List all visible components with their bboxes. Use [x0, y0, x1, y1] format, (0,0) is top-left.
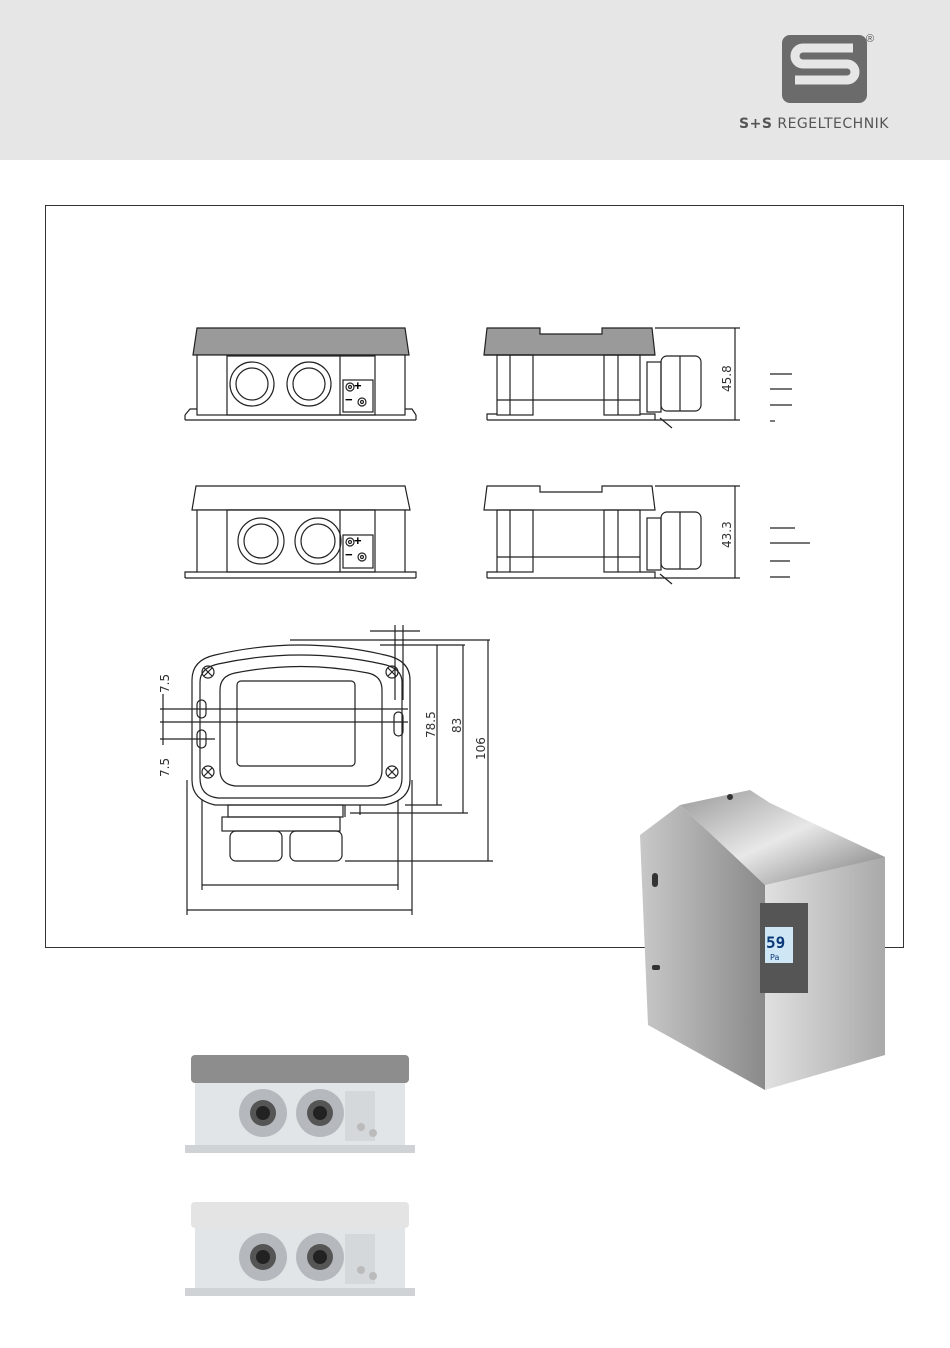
dim-83: 83 [450, 718, 464, 733]
minus-marking-1: − [345, 392, 353, 407]
dim-45-8: 45.8 [720, 365, 734, 392]
side-view-1 [484, 328, 792, 428]
front-view-1 [185, 328, 416, 420]
weather-shield-photo: 59 Pa [630, 785, 895, 1090]
side-view-2 [484, 486, 810, 584]
dim-106: 106 [474, 737, 488, 760]
front-view-2 [185, 486, 416, 578]
plus-marking-2: + [354, 533, 362, 548]
display-value: 59 [766, 933, 785, 952]
dim-7-5-lower: 7.5 [158, 758, 172, 777]
dim-78-5: 78.5 [424, 711, 438, 738]
housing-photo-grey-lid [185, 1200, 415, 1302]
display-unit: Pa [770, 953, 779, 962]
plus-marking-1: + [354, 378, 362, 393]
dim-43-3: 43.3 [720, 521, 734, 548]
dim-7-5-upper: 7.5 [158, 674, 172, 693]
minus-marking-2: − [345, 547, 353, 562]
housing-photo-transparent-lid [185, 1055, 415, 1160]
top-view [160, 625, 493, 915]
